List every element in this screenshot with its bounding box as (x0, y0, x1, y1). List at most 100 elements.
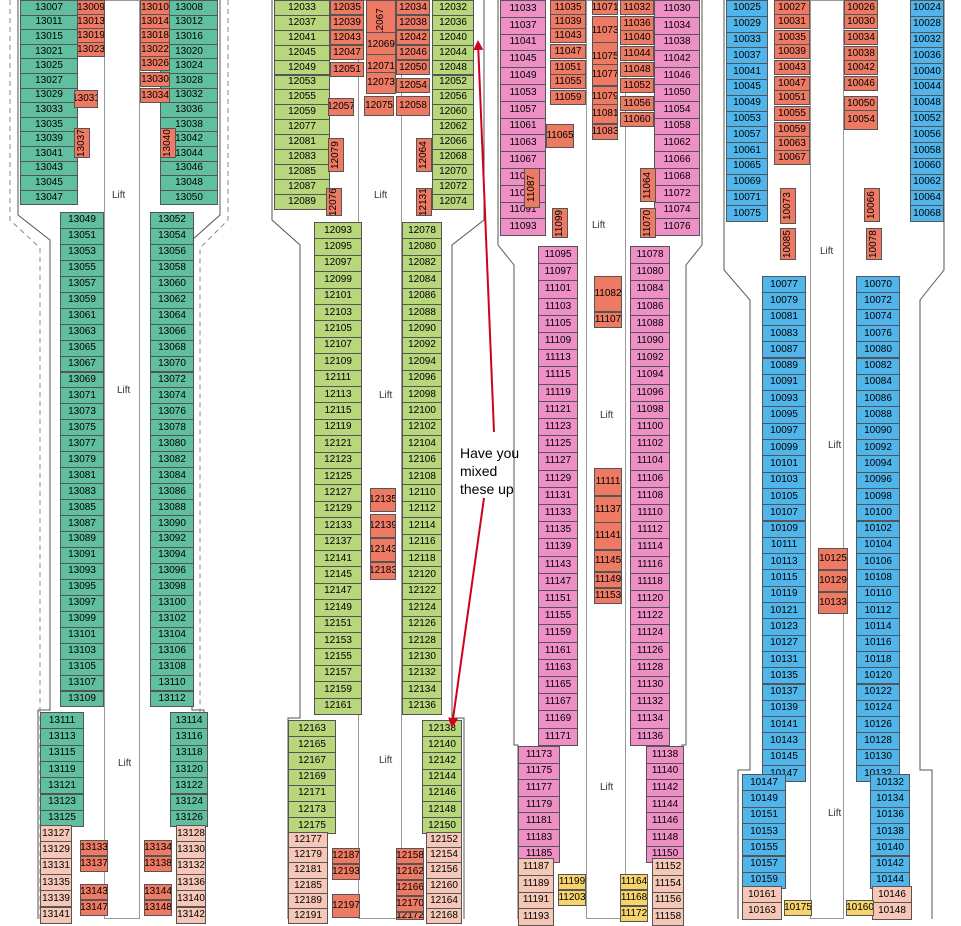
cabin-10129: 10129 (818, 570, 848, 592)
cabin-12036: 12036 (432, 14, 474, 31)
cabin-13107: 13107 (60, 674, 104, 692)
cabin-11151: 11151 (538, 590, 578, 609)
cabin-11169: 11169 (538, 710, 578, 729)
cabin-11148: 11148 (646, 829, 684, 847)
cabin-10127: 10127 (762, 634, 806, 652)
cabin-13075: 13075 (60, 419, 104, 437)
cabin-12160: 12160 (426, 877, 462, 894)
cabin-13079: 13079 (60, 451, 104, 469)
cabin-13077: 13077 (60, 435, 104, 453)
cabin-10029: 10029 (726, 15, 768, 33)
cabin-12120: 12120 (402, 566, 442, 584)
cabin-12088: 12088 (402, 304, 442, 322)
cabin-10113: 10113 (762, 553, 806, 571)
cabin-10037: 10037 (726, 47, 768, 65)
cabin-12140: 12140 (422, 736, 462, 754)
cabin-10053: 10053 (726, 110, 768, 128)
cabin-12152: 12152 (426, 832, 462, 849)
cabin-10110: 10110 (856, 585, 900, 603)
cabin-10104: 10104 (856, 536, 900, 555)
cabin-11130: 11130 (630, 676, 670, 695)
cabin-13073: 13073 (60, 403, 104, 421)
cabin-11059: 11059 (550, 90, 586, 105)
cabin-12032: 12032 (432, 0, 474, 16)
cabin-13062: 13062 (150, 291, 194, 309)
cabin-12155: 12155 (314, 648, 362, 666)
cabin-10056: 10056 (910, 126, 944, 144)
annotation-line-2: mixed (460, 463, 498, 479)
cabin-12037: 12037 (274, 14, 330, 31)
cabin-13053: 13053 (60, 243, 104, 261)
cabin-10147: 10147 (742, 774, 786, 792)
cabin-11115: 11115 (538, 366, 578, 385)
cabin-12139: 12139 (370, 514, 396, 538)
cabin-10121: 10121 (762, 602, 806, 620)
cabin-11102: 11102 (630, 435, 670, 454)
cabin-11118: 11118 (630, 572, 670, 591)
cabin-12162: 12162 (396, 864, 424, 880)
cabin-11112: 11112 (630, 521, 670, 540)
cabin-13022: 13022 (140, 42, 170, 57)
cabin-13105: 13105 (60, 658, 104, 676)
cabin-11099: 11099 (552, 208, 568, 238)
cabin-13093: 13093 (60, 562, 104, 580)
cabin-10106: 10106 (856, 553, 900, 571)
cabin-12084: 12084 (402, 271, 442, 289)
cabin-10151: 10151 (742, 806, 786, 824)
cabin-11127: 11127 (538, 452, 578, 471)
cabin-11191: 11191 (518, 891, 554, 910)
cabin-10046: 10046 (844, 76, 878, 91)
cabin-10062: 10062 (910, 173, 944, 191)
cabin-10101: 10101 (762, 455, 806, 473)
cabin-12043: 12043 (330, 30, 364, 45)
cabin-11030: 11030 (654, 0, 700, 18)
cabin-12127: 12127 (314, 484, 362, 502)
cabin-11108: 11108 (630, 486, 670, 505)
cabin-12125: 12125 (314, 468, 362, 486)
cabin-13090: 13090 (150, 515, 194, 532)
cabin-13018: 13018 (140, 28, 170, 43)
cabin-12156: 12156 (426, 862, 462, 879)
cabin-10136: 10136 (870, 806, 910, 824)
cabin-11039: 11039 (550, 14, 586, 29)
cabin-10058: 10058 (910, 142, 944, 159)
cabin-12171: 12171 (288, 784, 336, 802)
cabin-13106: 13106 (150, 642, 194, 660)
cabin-12177: 12177 (288, 832, 328, 849)
cabin-10137: 10137 (762, 683, 806, 701)
cabin-12193: 12193 (332, 864, 360, 880)
cabin-13040: 13040 (160, 128, 176, 158)
cabin-11065: 11065 (546, 124, 574, 148)
cabin-11123: 11123 (538, 418, 578, 437)
cabin-13088: 13088 (150, 499, 194, 517)
cabin-12161: 12161 (314, 697, 362, 715)
cabin-11041: 11041 (500, 33, 546, 52)
cabin-12129: 12129 (314, 500, 362, 519)
cabin-13033: 13033 (20, 102, 78, 118)
cabin-13007: 13007 (20, 0, 78, 16)
cabin-11175: 11175 (518, 762, 560, 781)
cabin-12124: 12124 (402, 599, 442, 617)
cabin-11199: 11199 (558, 874, 586, 890)
cabin-11128: 11128 (630, 658, 670, 677)
cabin-13083: 13083 (60, 483, 104, 501)
cabin-11083: 11083 (592, 124, 618, 140)
cabin-11062: 11062 (654, 134, 700, 153)
cabin-11131: 11131 (538, 486, 578, 505)
cabin-13045: 13045 (20, 175, 78, 191)
cabin-13103: 13103 (60, 642, 104, 660)
cabin-12154: 12154 (426, 847, 462, 864)
cabin-12058: 12058 (396, 96, 430, 116)
cabin-10105: 10105 (762, 487, 806, 506)
cabin-13063: 13063 (60, 323, 104, 341)
cabin-11138: 11138 (646, 746, 684, 764)
cabin-11183: 11183 (518, 829, 560, 847)
cabin-12092: 12092 (402, 336, 442, 355)
cabin-11034: 11034 (654, 16, 700, 35)
cabin-13100: 13100 (150, 594, 194, 612)
cabin-13134: 13134 (144, 840, 172, 856)
lift-label: Lift (828, 808, 842, 819)
cabin-11114: 11114 (630, 538, 670, 557)
